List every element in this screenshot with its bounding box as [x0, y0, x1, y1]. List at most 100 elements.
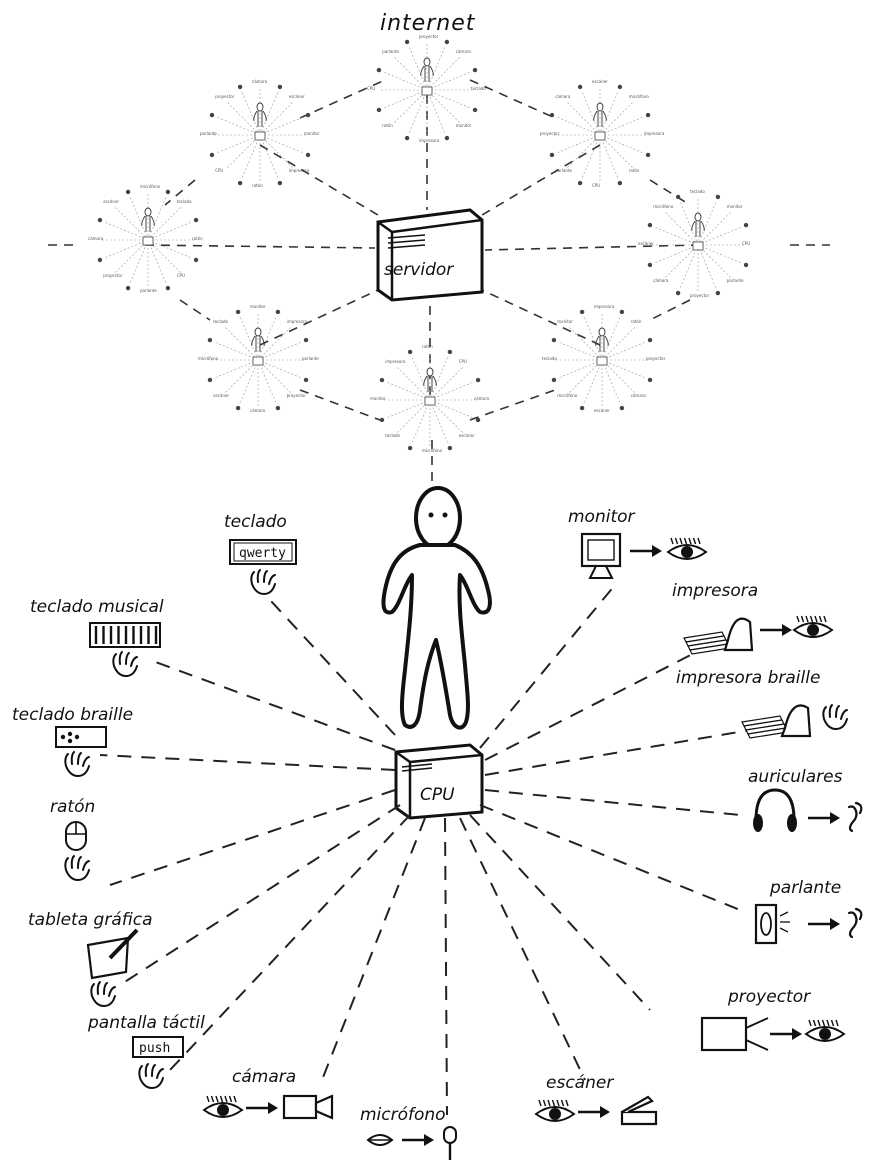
hand-icon	[250, 569, 276, 596]
mini-cluster: parlanteproyectorcámaraescánermicrófonot…	[198, 304, 319, 413]
mini-cpu	[594, 131, 606, 141]
mini-device-dot	[675, 290, 681, 296]
mini-device-dot	[551, 377, 557, 383]
mini-label: proyector	[690, 293, 710, 298]
device-label-teclado: teclado	[224, 512, 287, 532]
device-label-impresora-braille: impresora braille	[676, 668, 820, 688]
mini-label: monitor	[456, 123, 472, 128]
mini-person	[593, 102, 607, 127]
mini-label: teclado	[177, 199, 192, 204]
mini-device-dot	[97, 217, 103, 223]
mouse-device: ratón	[50, 797, 95, 882]
hand-icon	[138, 1063, 164, 1090]
arrow-icon	[578, 1106, 610, 1118]
mini-cpu	[692, 241, 704, 251]
mini-device-dot	[235, 405, 241, 411]
mini-label: monitor	[727, 204, 743, 209]
braille-keyboard-device: teclado braille	[12, 705, 133, 778]
device-label-monitor: monitor	[568, 507, 636, 527]
mini-device-dot	[549, 152, 555, 158]
mini-device-dot	[404, 39, 410, 45]
mini-label: parlante	[302, 356, 319, 361]
mini-label: CPU	[592, 183, 600, 188]
mini-device-dot	[303, 337, 309, 343]
internet-title: internet	[380, 11, 476, 36]
monitor-device: monitor	[568, 507, 708, 579]
eye-icon	[804, 1019, 846, 1042]
mini-device-dot	[193, 257, 199, 263]
mini-device-dot	[125, 285, 131, 291]
mini-label: teclado	[471, 86, 486, 91]
mini-label: micrófono	[140, 184, 161, 189]
mini-label: micrófono	[653, 204, 674, 209]
mini-device-dot	[165, 189, 171, 195]
mini-cpu	[596, 356, 608, 366]
mini-device-dot	[675, 194, 681, 200]
mini-label: impresora	[289, 168, 310, 173]
hand-icon	[64, 855, 90, 882]
hand-icon	[64, 751, 90, 778]
mini-label: CPU	[367, 86, 375, 91]
arrow-icon	[770, 1028, 802, 1040]
device-label-teclado-braille: teclado braille	[12, 705, 133, 725]
mini-label: monitor	[557, 319, 573, 324]
mini-device-dot	[444, 135, 450, 141]
mini-label: ratón	[629, 168, 640, 173]
graphics-tablet-device: tableta gráfica	[28, 910, 153, 1008]
mini-device-dot	[551, 337, 557, 343]
mini-device-dot	[165, 285, 171, 291]
mini-label: proyector	[646, 356, 666, 361]
keyboard-device: teclado qwerty	[224, 512, 297, 596]
arrow-icon	[630, 545, 662, 557]
mini-person	[141, 207, 155, 232]
headphones-device: auriculares	[748, 767, 863, 833]
mini-label: parlante	[555, 168, 572, 173]
ear-icon	[847, 907, 863, 939]
mini-label: monitor	[370, 396, 386, 401]
hand-icon	[90, 981, 116, 1008]
mini-device-dot	[376, 67, 382, 73]
mini-label: parlante	[727, 278, 744, 283]
mini-device-dot	[237, 84, 243, 90]
mini-device-dot	[549, 112, 555, 118]
mini-label: ratón	[252, 183, 263, 188]
projector-device: proyector	[700, 987, 846, 1052]
music-keyboard-device: teclado musical	[30, 597, 164, 678]
mini-cluster: cámaraescánermicrófonotecladomonitorimpr…	[370, 344, 490, 453]
eye-icon	[202, 1095, 244, 1118]
mini-device-dot	[207, 377, 213, 383]
mini-device-dot	[577, 180, 583, 186]
mini-device-dot	[275, 309, 281, 315]
mini-device-dot	[209, 112, 215, 118]
mini-device-dot	[647, 222, 653, 228]
mini-label: micrófono	[198, 356, 219, 361]
mini-device-dot	[447, 349, 453, 355]
mini-label: micrófono	[557, 393, 578, 398]
mini-device-dot	[447, 445, 453, 451]
mini-label: teclado	[690, 189, 705, 194]
mini-label: cámara	[653, 278, 669, 283]
mini-label: ratón	[192, 236, 203, 241]
mini-person	[251, 327, 265, 352]
mini-label: cámara	[88, 236, 104, 241]
mini-device-dot	[645, 152, 651, 158]
mini-label: escáner	[213, 393, 229, 398]
mini-label: monitor	[250, 304, 266, 309]
mini-label: cámara	[474, 396, 490, 401]
mini-device-dot	[207, 337, 213, 343]
mini-label: parlante	[140, 288, 157, 293]
mini-device-dot	[404, 135, 410, 141]
device-label-impresora: impresora	[672, 581, 758, 601]
mini-label: impresora	[644, 131, 665, 136]
output-devices: monitor impresora impresora braille auri…	[568, 507, 863, 1052]
server-box: servidor	[376, 208, 484, 302]
mini-person	[595, 327, 609, 352]
mini-label: teclado	[385, 433, 400, 438]
mini-device-dot	[715, 290, 721, 296]
mini-device-dot	[237, 180, 243, 186]
arrow-icon	[808, 812, 840, 824]
mini-cpu	[252, 356, 264, 366]
eye-icon	[792, 615, 834, 638]
device-links	[99, 584, 781, 1116]
mini-label: teclado	[213, 319, 228, 324]
